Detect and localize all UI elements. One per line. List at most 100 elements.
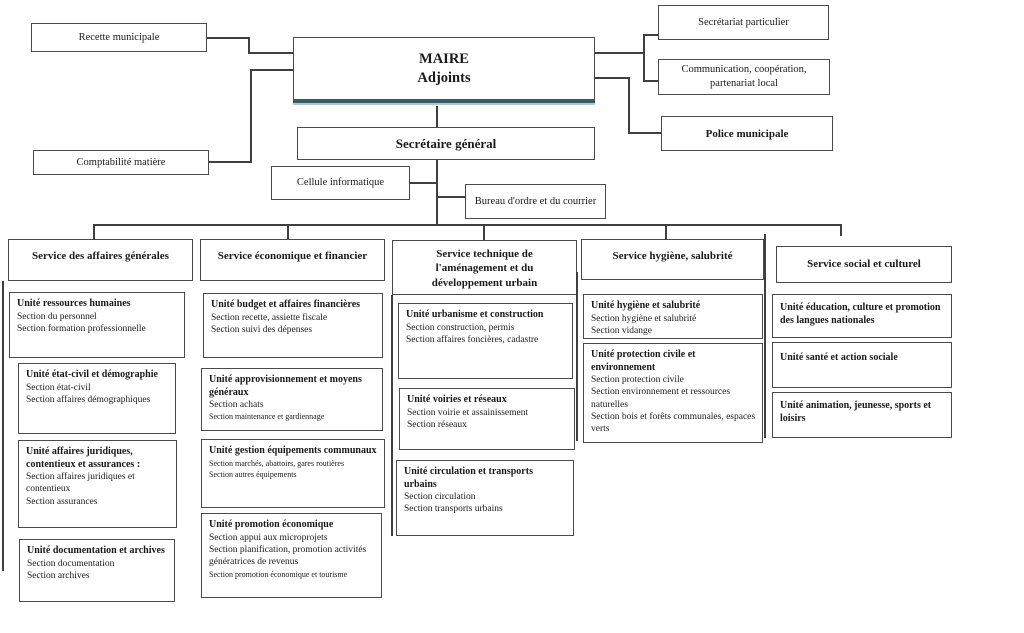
connector-line [643, 34, 645, 82]
connector-line [436, 160, 438, 226]
section-label: Section hygiène et salubrité [591, 313, 697, 324]
unit-title: Unité éducation, culture et promotion de… [780, 302, 941, 326]
box-label: Comptabilité matière [76, 156, 166, 168]
section-label: Section appui aux microprojets [209, 532, 328, 543]
box-label: Recette municipale [78, 31, 160, 43]
section-label: Section assurances [26, 496, 98, 507]
connector-line [628, 132, 661, 134]
service-header: Service hygiène, salubrité [581, 239, 764, 280]
unit-box: Unité éducation, culture et promotion de… [772, 294, 952, 338]
section-label: Section réseaux [407, 419, 467, 430]
connector-line [438, 196, 465, 198]
box-communication-cooperation: Communication, coopération, partenariat … [658, 59, 830, 95]
box-label: Cellule informatique [296, 177, 385, 189]
connector-line [643, 80, 658, 82]
section-label: Section autres équipements [209, 469, 297, 479]
connector-line [595, 77, 628, 79]
section-label: Section maintenance et gardiennage [209, 412, 325, 422]
unit-title: Unité gestion équipements communaux [209, 445, 377, 456]
unit-title: Unité urbanisme et construction [406, 309, 544, 320]
column-connector-line [764, 234, 766, 438]
column-connector-line [576, 272, 578, 441]
box-maire-adjoints: MAIRE Adjoints [293, 37, 595, 103]
unit-box: Unité approvisionnement et moyens généra… [201, 368, 383, 431]
section-label: Section transports urbains [404, 504, 503, 515]
connector-line [207, 37, 248, 39]
connector-line [250, 69, 252, 163]
unit-title: Unité documentation et archives [27, 545, 165, 556]
unit-box: Unité santé et action sociale [772, 342, 952, 388]
section-label: Section affaires juridiques et contentie… [26, 472, 135, 495]
service-header: Service technique de l'aménagement et du… [392, 240, 577, 295]
section-label: Section circulation [404, 492, 476, 502]
unit-title: Unité affaires juridiques, contentieux e… [26, 446, 141, 470]
connector-line [483, 224, 485, 240]
connector-line [436, 106, 438, 127]
box-recette-municipale: Recette municipale [31, 23, 207, 52]
section-label: Section archives [27, 570, 90, 581]
section-label: Section affaires foncières, cadastre [406, 334, 539, 345]
section-label: Section marchés, abattoirs, gares routiè… [209, 458, 345, 468]
column-connector-line [2, 281, 4, 571]
unit-title: Unité approvisionnement et moyens généra… [209, 374, 362, 398]
connector-line [209, 161, 252, 163]
unit-title: Unité budget et affaires financières [211, 299, 361, 310]
connector-line [595, 52, 643, 54]
connector-line [665, 224, 667, 239]
unit-title: Unité hygiène et salubrité [591, 300, 701, 311]
section-label: Section affaires démographiques [26, 394, 151, 405]
box-secretaire-general: Secrétaire général [297, 127, 595, 160]
box-label: Bureau d'ordre et du courrier [474, 195, 597, 207]
unit-title: Unité voiries et réseaux [407, 394, 507, 405]
column-connector-line [391, 295, 393, 536]
section-label: Section formation professionnelle [17, 323, 146, 334]
box-cellule-informatique: Cellule informatique [271, 166, 410, 200]
connector-line [93, 224, 95, 239]
unit-title: Unité santé et action sociale [780, 352, 898, 363]
unit-title: Unité promotion économique [209, 519, 334, 530]
connector-line [250, 69, 293, 71]
unit-title: Unité ressources humaines [17, 298, 131, 309]
unit-title: Unité circulation et transports urbains [404, 466, 533, 490]
service-header: Service économique et financier [200, 239, 385, 281]
box-police-municipale: Police municipale [661, 116, 833, 151]
section-label: Section bois et forêts communales, espac… [591, 412, 756, 435]
box-label: Police municipale [705, 127, 789, 140]
box-label: Communication, coopération, partenariat … [681, 64, 807, 89]
box-label: Secrétaire général [395, 135, 497, 151]
connector-line [93, 224, 842, 226]
unit-title: Unité animation, jeunesse, sports et loi… [780, 400, 932, 424]
section-label: Section état-civil [26, 382, 91, 393]
connector-line [248, 37, 250, 54]
box-bureau-ordre-courrier: Bureau d'ordre et du courrier [465, 184, 606, 219]
section-label: Section promotion économique et tourisme [209, 569, 348, 579]
connector-line [287, 224, 289, 239]
connector-line [248, 52, 293, 54]
unit-title: Unité état-civil et démographie [26, 369, 158, 380]
service-header: Service social et culturel [776, 246, 952, 283]
section-label: Section recette, assiette fiscale [211, 312, 328, 323]
section-label: Section construction, permis [406, 322, 515, 333]
connector-line [410, 182, 436, 184]
connector-line [643, 34, 658, 36]
box-secretariat-particulier: Secrétariat particulier [658, 5, 829, 40]
box-label: Secrétariat particulier [698, 16, 789, 28]
box-comptabilite-matiere: Comptabilité matière [33, 150, 209, 175]
section-label: Section planification, promotion activit… [209, 544, 367, 568]
maire-subtitle: Adjoints [417, 69, 471, 86]
section-label: Section protection civile [591, 375, 684, 385]
section-label: Section achats [209, 400, 264, 410]
section-label: Section voirie et assainissement [407, 407, 529, 418]
unit-title: Unité protection civile et environnement [591, 349, 696, 373]
section-label: Section suivi des dépenses [211, 324, 313, 335]
section-label: Section du personnel [17, 311, 97, 322]
